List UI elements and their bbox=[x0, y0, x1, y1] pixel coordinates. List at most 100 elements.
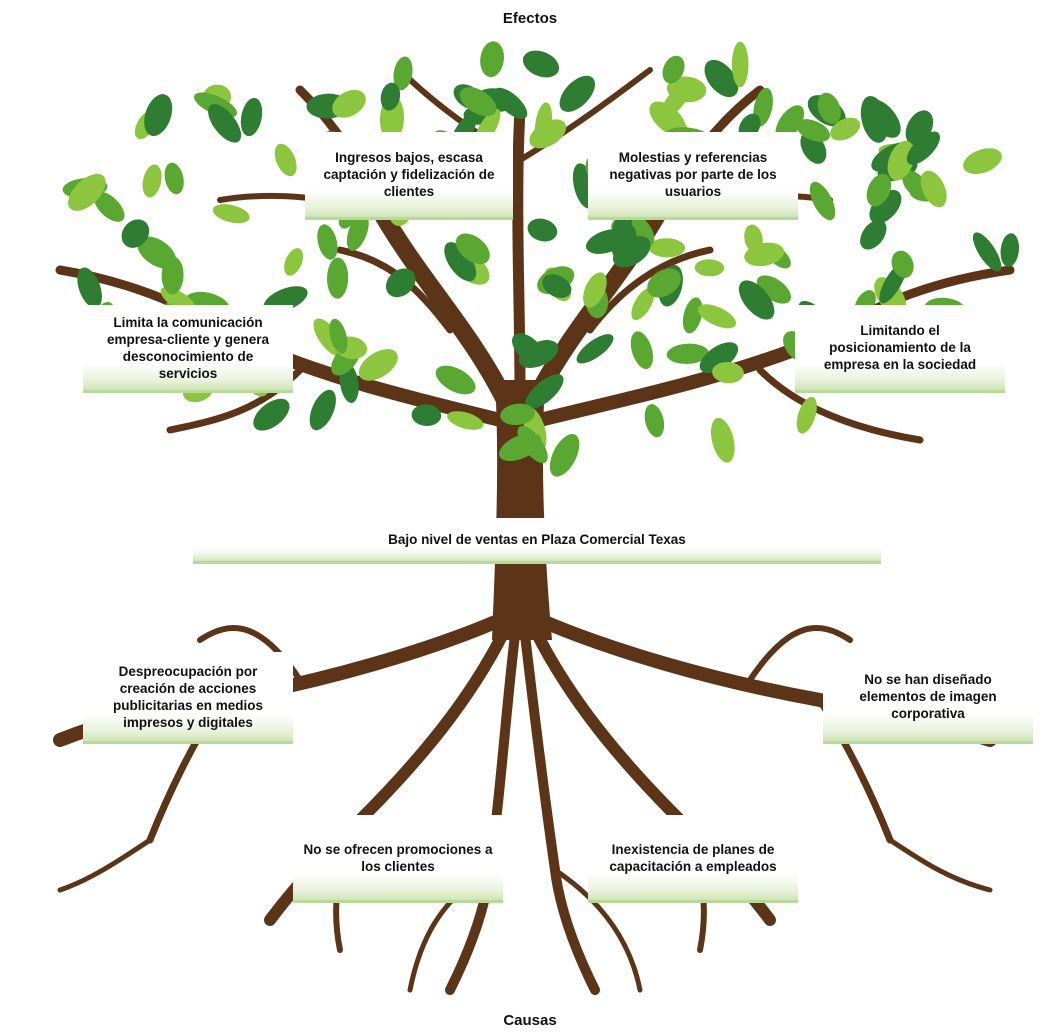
leaf bbox=[704, 59, 739, 98]
leaf bbox=[631, 216, 655, 247]
branch bbox=[517, 67, 653, 163]
leaf bbox=[500, 403, 536, 426]
leaf bbox=[459, 87, 497, 117]
leaf bbox=[906, 131, 941, 165]
central-problem-box: Bajo nivel de ventas en Plaza Comercial … bbox=[193, 518, 881, 564]
leaf bbox=[208, 104, 242, 143]
leaf bbox=[887, 140, 915, 181]
leaf bbox=[1000, 233, 1020, 267]
leaf bbox=[796, 119, 831, 142]
leaf bbox=[644, 404, 665, 438]
leaf bbox=[529, 119, 567, 149]
root bbox=[520, 630, 600, 995]
leaf bbox=[744, 224, 763, 253]
effect-box-complaints: Molestias y referencias negativas por pa… bbox=[588, 132, 798, 220]
leaf bbox=[326, 257, 349, 299]
leaf bbox=[559, 75, 596, 112]
leaf bbox=[549, 433, 580, 477]
effect-box-income: Ingresos bajos, escasa captación y fidel… bbox=[305, 132, 513, 220]
leaf bbox=[860, 96, 889, 143]
cause-box-promotions: No se ofrecen promociones a los clientes bbox=[293, 815, 503, 903]
branch bbox=[756, 366, 924, 444]
leaf bbox=[522, 50, 560, 78]
leaf bbox=[920, 170, 947, 208]
leaf bbox=[142, 164, 162, 198]
leaf bbox=[712, 361, 744, 384]
leaf bbox=[694, 259, 725, 277]
leaf bbox=[455, 233, 490, 265]
leaf bbox=[682, 297, 703, 334]
leaf bbox=[576, 334, 614, 364]
leaf bbox=[240, 97, 263, 137]
cause-box-training: Inexistencia de planes de capacitación a… bbox=[588, 815, 798, 903]
leaf bbox=[866, 173, 892, 207]
leaf bbox=[542, 274, 572, 298]
leaf bbox=[817, 92, 841, 124]
leaf bbox=[518, 340, 559, 368]
root bbox=[552, 867, 643, 993]
cause-box-advertising: Despreocupación por creación de acciones… bbox=[83, 652, 293, 744]
leaf bbox=[610, 222, 637, 253]
leaf bbox=[860, 219, 887, 250]
leaf bbox=[329, 318, 348, 354]
leaf bbox=[393, 56, 413, 91]
root bbox=[747, 625, 853, 683]
branch bbox=[533, 333, 827, 427]
leaf bbox=[284, 248, 304, 276]
leaf bbox=[212, 204, 250, 224]
cause-box-corporate-image: No se han diseñado elementos de imagen c… bbox=[823, 652, 1033, 744]
leaf bbox=[444, 242, 477, 282]
leaf bbox=[77, 267, 102, 309]
leaf bbox=[317, 224, 338, 260]
leaf bbox=[738, 280, 775, 320]
leaf bbox=[144, 94, 173, 137]
leaf bbox=[731, 41, 749, 88]
leaf bbox=[435, 365, 476, 395]
leaf bbox=[699, 342, 739, 373]
leaf bbox=[583, 272, 607, 308]
effects-heading: Efectos bbox=[502, 10, 558, 27]
leaf bbox=[164, 162, 184, 195]
root bbox=[887, 837, 993, 893]
leaf bbox=[309, 389, 336, 431]
leaf bbox=[662, 55, 685, 84]
leaf bbox=[963, 148, 1002, 175]
leaf bbox=[809, 181, 836, 221]
leaf bbox=[68, 173, 106, 211]
leaf bbox=[666, 76, 707, 103]
root bbox=[57, 837, 153, 893]
leaf bbox=[647, 268, 682, 298]
leaf bbox=[972, 232, 1002, 272]
leaf bbox=[756, 275, 792, 304]
leaf bbox=[891, 250, 914, 278]
effect-box-communication: Limita la comunicación empresa-cliente y… bbox=[83, 305, 293, 393]
causes-heading: Causas bbox=[503, 1012, 557, 1029]
leaf bbox=[253, 398, 290, 431]
leaf bbox=[710, 417, 735, 463]
leaf bbox=[380, 82, 401, 111]
leaf bbox=[631, 287, 655, 321]
leaf bbox=[93, 191, 125, 222]
leaf bbox=[630, 331, 654, 370]
leaf bbox=[346, 213, 369, 251]
leaf bbox=[480, 41, 505, 78]
leaf bbox=[666, 343, 709, 364]
leaf bbox=[447, 411, 484, 430]
leaf bbox=[796, 396, 817, 434]
leaf bbox=[697, 304, 737, 329]
leaf bbox=[527, 218, 558, 242]
leaf bbox=[411, 404, 442, 427]
branch bbox=[371, 201, 514, 409]
leaf bbox=[332, 89, 366, 118]
leaf bbox=[121, 219, 150, 248]
leaf bbox=[525, 374, 564, 410]
leaf bbox=[358, 349, 398, 381]
leaf bbox=[499, 433, 542, 462]
leaf bbox=[385, 268, 416, 298]
root bbox=[445, 630, 520, 995]
leaf bbox=[648, 238, 686, 258]
leaf bbox=[830, 117, 861, 141]
leaf bbox=[161, 256, 184, 295]
leaf bbox=[274, 143, 297, 177]
effect-box-positioning: Limitando el posicionamiento de la empre… bbox=[795, 305, 1005, 393]
